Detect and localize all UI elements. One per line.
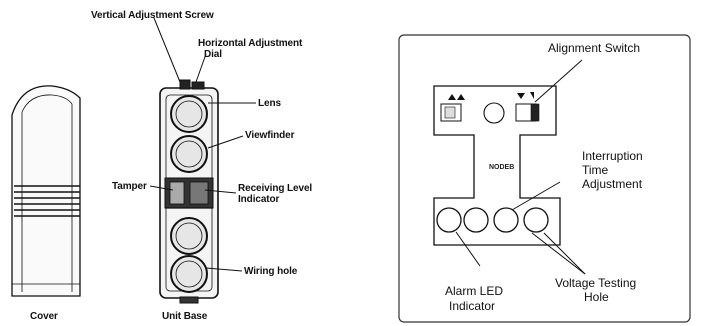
up-arrows-icon (448, 94, 465, 100)
label-interruption-2: Time (582, 163, 609, 177)
center-pot (483, 102, 505, 124)
label-tamper: Tamper (112, 181, 147, 192)
right-leader-lines (455, 59, 586, 275)
label-lens: Lens (258, 98, 281, 109)
label-receiving-level-1: Receiving Level (238, 183, 313, 194)
label-horizontal-adjustment-dial-1: Horizontal Adjustment (198, 38, 303, 49)
label-voltage-testing-2: Hole (584, 290, 609, 304)
unit-base-drawing (159, 79, 219, 304)
label-interruption-3: Adjustment (582, 177, 643, 191)
label-viewfinder: Viewfinder (245, 130, 295, 141)
label-voltage-testing-1: Voltage Testing (555, 276, 637, 290)
left-leader-lines (149, 17, 256, 272)
label-horizontal-adjustment-dial-2: Dial (204, 49, 222, 60)
label-alignment-switch: Alignment Switch (548, 41, 641, 55)
board-frame (398, 34, 691, 323)
label-vertical-adjustment-screw: Vertical Adjustment Screw (91, 10, 214, 21)
label-cover: Cover (30, 311, 58, 322)
down-arrows-icon (517, 92, 534, 99)
label-receiving-level-2: Indicator (238, 194, 280, 205)
label-unit-base: Unit Base (162, 311, 208, 322)
pcb-outline (433, 85, 561, 246)
label-alarm-led-2: Indicator (449, 299, 496, 313)
bottom-components (436, 207, 549, 233)
label-alarm-led-1: Alarm LED (445, 284, 504, 298)
label-wiring-hole: Wiring hole (244, 266, 298, 277)
label-interruption-1: Interruption (582, 149, 643, 163)
cover-drawing (11, 85, 81, 297)
board-model-label: NODEB (489, 164, 515, 171)
